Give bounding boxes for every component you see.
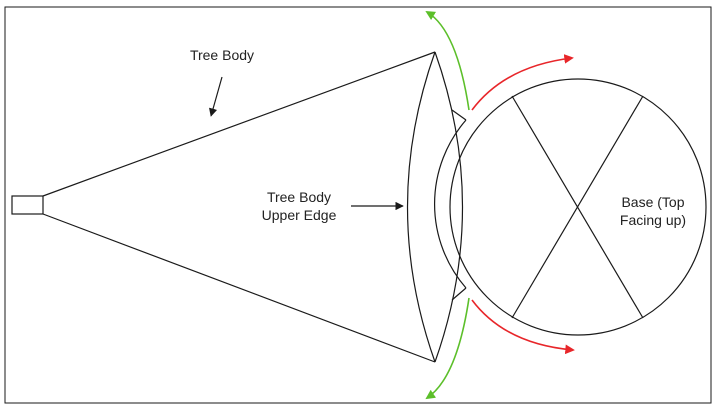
base-label: Base (Top Facing up) xyxy=(598,193,708,229)
upper-edge-label-line1: Tree Body xyxy=(266,189,332,205)
tree-body-label: Tree Body xyxy=(176,46,268,64)
base-circle xyxy=(449,78,707,336)
tree-body-label-text: Tree Body xyxy=(189,47,255,63)
red-rotation-arrow-top xyxy=(471,54,574,111)
tree-body-top-edge xyxy=(42,51,436,197)
red-rotation-arrow-bottom xyxy=(471,299,575,355)
cradle-top-shoulder xyxy=(451,109,467,121)
tree-body-upper-edge-inner xyxy=(434,51,464,363)
tree-body-upper-edge-outer xyxy=(406,51,436,363)
diagram-frame xyxy=(4,6,712,404)
cradle-bottom-shoulder xyxy=(451,287,467,301)
base-x-line-2 xyxy=(511,95,644,319)
upper-edge-label: Tree Body Upper Edge xyxy=(244,188,354,224)
green-rotation-arrow-bottom xyxy=(425,297,470,400)
base-cradle-arc xyxy=(433,119,467,289)
tree-tip-box xyxy=(11,195,44,215)
tree-body-bottom-edge xyxy=(42,213,436,363)
green-rotation-arrow-top xyxy=(425,11,470,111)
upper-edge-label-line2: Upper Edge xyxy=(261,207,337,223)
base-label-line2: Facing up) xyxy=(619,212,687,228)
tree-body-pointer-arrow xyxy=(209,76,223,117)
base-label-line1: Base (Top xyxy=(621,194,685,210)
